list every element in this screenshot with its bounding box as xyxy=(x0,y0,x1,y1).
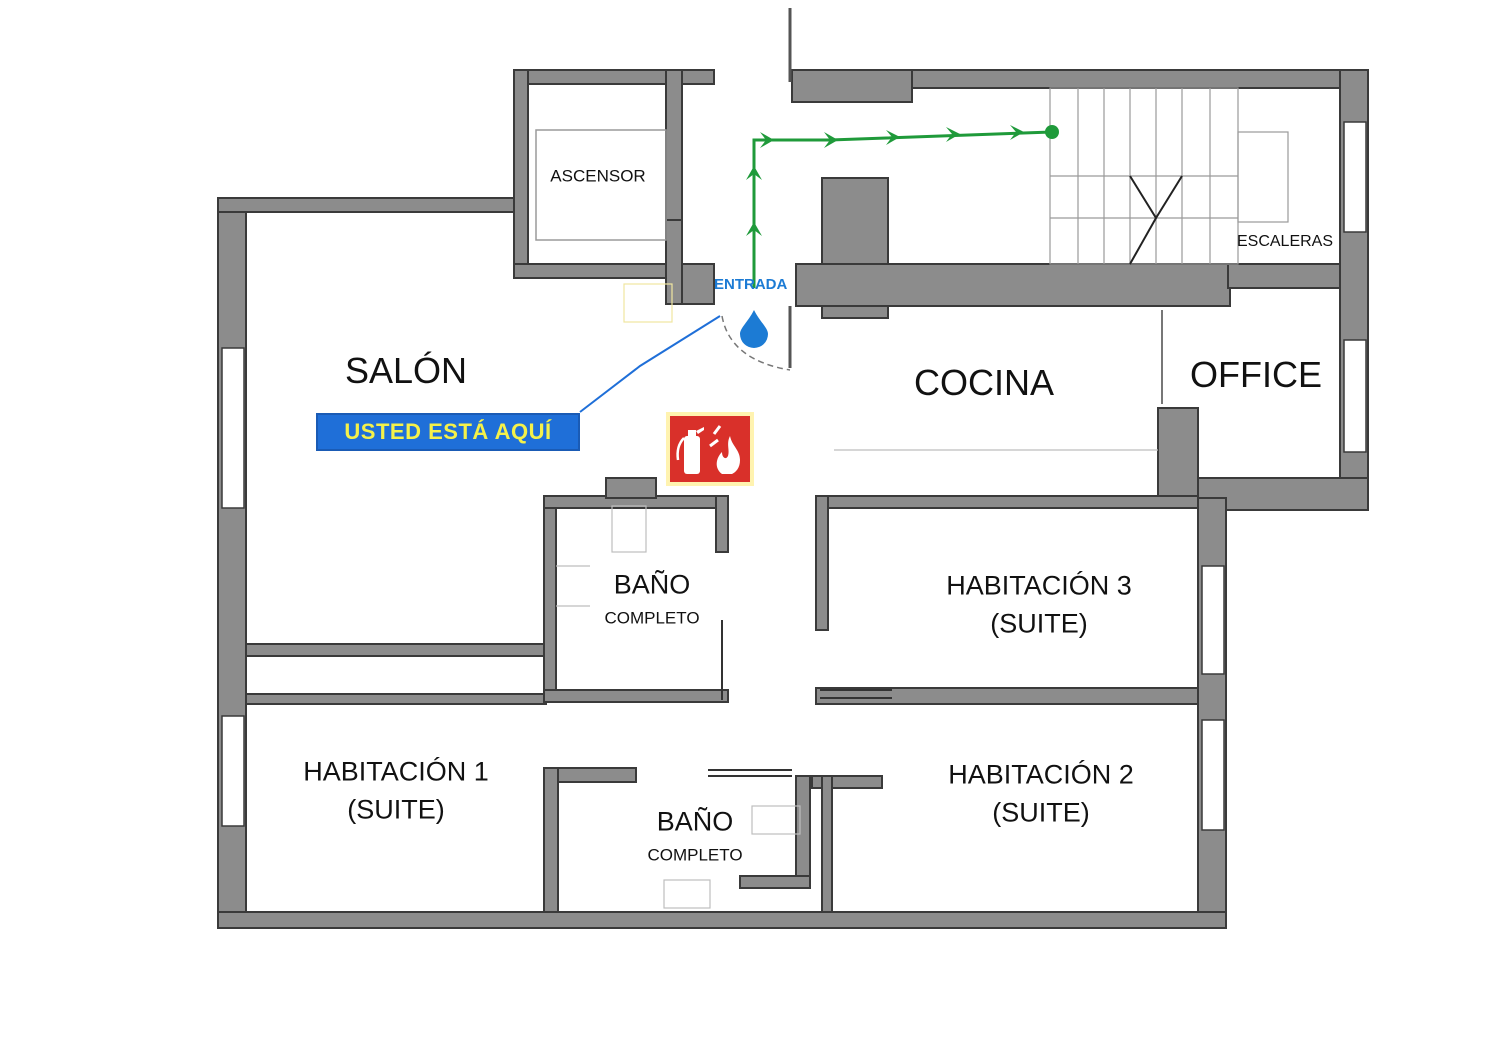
room-label-salon: SALÓN xyxy=(344,350,468,391)
here-pointer-line xyxy=(579,315,721,413)
wall-bano1-bottom xyxy=(543,689,729,703)
wall-office-left xyxy=(1157,407,1199,499)
room-label-bano1: BAÑO xyxy=(613,569,691,600)
wall-ascensor-top xyxy=(513,69,715,85)
room-label-hab2-sub: (SUITE) xyxy=(992,797,1090,828)
extinguisher-valve xyxy=(688,430,696,437)
fire-sign-background xyxy=(670,416,750,482)
evacuation-arrow-icon xyxy=(824,132,838,148)
evacuation-route-line xyxy=(752,130,1053,288)
sliding-doors xyxy=(708,310,1163,777)
evacuation-arrow-icon xyxy=(746,166,762,180)
wall-bano2-step xyxy=(739,875,811,889)
evacuation-arrow-icon xyxy=(746,222,762,236)
wall-ascensor-right xyxy=(665,69,683,221)
room-label-hab3-sub: (SUITE) xyxy=(990,608,1088,639)
room-label-hab1-sub: (SUITE) xyxy=(347,794,445,825)
extinguisher-hose xyxy=(676,437,685,461)
wall-hab2-left xyxy=(821,775,833,919)
window-office xyxy=(1343,339,1367,453)
toilet-fixture xyxy=(611,505,647,553)
wall-right-lower xyxy=(1197,497,1227,929)
extinguisher-body xyxy=(684,436,700,474)
elevator-car xyxy=(535,129,667,241)
entrance-door-swing xyxy=(721,315,791,371)
toilet-fixture xyxy=(751,805,801,835)
entrance-label: ENTRADA xyxy=(714,276,788,293)
you-are-here-badge: USTED ESTÁ AQUÍ xyxy=(316,413,580,451)
room-label-bano1-sub: COMPLETO xyxy=(604,608,700,628)
wall-bano1-vent xyxy=(605,477,657,499)
evacuation-arrow-icon xyxy=(1010,125,1024,140)
wall-cocina-top xyxy=(795,263,1231,307)
sink-fixture xyxy=(663,879,711,909)
wall-hab3-top xyxy=(815,495,1199,509)
fixture-box xyxy=(623,283,673,323)
stair-break-mark xyxy=(1129,217,1157,265)
fire-extinguisher-sign-graphic xyxy=(670,416,750,482)
wall-ascensor-bottom xyxy=(513,263,685,279)
evacuation-arrow-icon xyxy=(946,127,960,142)
wall-bano1-left xyxy=(543,495,557,697)
room-label-escaleras: ESCALERAS xyxy=(1236,233,1334,250)
wall-hab3-bottom xyxy=(815,687,1199,705)
stair-landing xyxy=(1237,131,1289,223)
wall-bano1-right xyxy=(715,495,729,553)
flame-marks xyxy=(709,425,722,448)
extinguisher-handle xyxy=(696,427,704,434)
wall-ascensor-left xyxy=(513,69,529,279)
evacuation-route xyxy=(752,130,1053,288)
evacuation-arrow-icon xyxy=(760,132,774,148)
room-label-bano2-sub: COMPLETO xyxy=(647,845,743,865)
you-are-here-text: USTED ESTÁ AQUÍ xyxy=(344,419,552,444)
wall-office-top xyxy=(1227,263,1341,289)
window-hab2 xyxy=(1201,719,1225,831)
wall-bottom xyxy=(217,911,1227,929)
location-pin-icon xyxy=(740,310,768,348)
wall-salon-bottom xyxy=(245,643,547,657)
evacuation-arrow-icon xyxy=(886,130,900,145)
window-salon xyxy=(221,347,245,509)
room-label-hab3: HABITACIÓN 3 xyxy=(946,570,1132,601)
wall-hab1-top xyxy=(245,693,547,705)
flame-shape xyxy=(716,436,740,474)
evacuation-arrows xyxy=(746,125,1059,236)
window-escaleras xyxy=(1343,121,1367,233)
room-label-hab2: HABITACIÓN 2 xyxy=(948,759,1134,790)
wall-bano2-left xyxy=(543,767,559,917)
room-label-cocina: COCINA xyxy=(913,362,1055,403)
wall-ascensor-right-lower xyxy=(665,219,683,305)
wall-top-salon xyxy=(217,197,515,213)
fixtures xyxy=(556,283,1158,909)
evacuation-endpoint-icon xyxy=(1045,125,1059,139)
room-label-office: OFFICE xyxy=(1190,354,1322,395)
wall-top-step xyxy=(791,69,913,103)
room-label-ascensor: ASCENSOR xyxy=(550,166,646,186)
wall-hab3-left xyxy=(815,495,829,631)
wall-entrance-left xyxy=(681,263,715,305)
room-label-bano2: BAÑO xyxy=(656,806,734,837)
windows xyxy=(221,121,1367,831)
fire-extinguisher-sign-icon xyxy=(666,412,754,486)
room-label-hab1: HABITACIÓN 1 xyxy=(303,756,489,787)
window-hab3 xyxy=(1201,565,1225,675)
window-hab1 xyxy=(221,715,245,827)
wall-bano2-right xyxy=(795,775,811,887)
